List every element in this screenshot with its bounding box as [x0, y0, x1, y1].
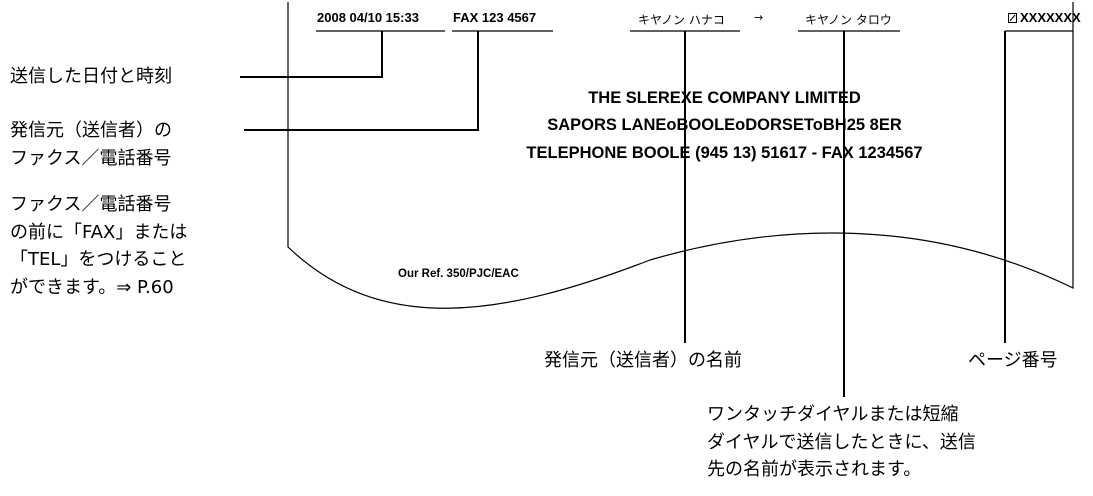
leader-sender-number	[244, 31, 479, 131]
callout-page-number: ページ番号	[968, 350, 1058, 371]
header-fax-number: FAX 123 4567	[453, 10, 537, 25]
header-recipient-name: キヤノン タロウ	[805, 13, 892, 27]
callout-recipient-line3: 先の名前が表示されます。	[707, 459, 922, 480]
document-address: SAPORS LANEoBOOLEoDORSEToBH25 8ER	[547, 116, 902, 134]
arrow-icon: →	[754, 11, 764, 24]
callout-recipient-line2: ダイヤルで送信したときに、送信	[707, 432, 976, 453]
callout-sender-number-line2: ファクス／電話番号	[10, 148, 172, 169]
header-sender-name: キヤノン ハナコ	[638, 13, 725, 27]
paper-outline	[287, 2, 1074, 309]
document-our-ref: Our Ref. 350/PJC/EAC	[398, 268, 519, 280]
callout-note-line2: の前に「FAX」または	[10, 222, 188, 243]
callout-sender-number-line1: 発信元（送信者）の	[10, 120, 172, 141]
callout-note-line4: ができます。⇒ P.60	[10, 277, 174, 298]
header-datetime: 2008 04/10 15:33	[317, 10, 419, 25]
document-company-name: THE SLEREXE COMPANY LIMITED	[588, 89, 861, 107]
leader-datetime	[240, 31, 383, 78]
callout-recipient-line1: ワンタッチダイヤルまたは短縮	[707, 404, 959, 425]
document-telephone: TELEPHONE BOOLE (945 13) 51617 - FAX 123…	[526, 144, 923, 162]
callout-note-line3: 「TEL」をつけること	[10, 249, 187, 270]
callout-note-line1: ファクス／電話番号	[10, 194, 172, 215]
callout-datetime: 送信した日付と時刻	[10, 66, 172, 87]
header-page-number: XXXXXXX	[1020, 10, 1081, 25]
callout-sender-name: 発信元（送信者）の名前	[544, 350, 742, 371]
page-icon	[1008, 13, 1017, 23]
